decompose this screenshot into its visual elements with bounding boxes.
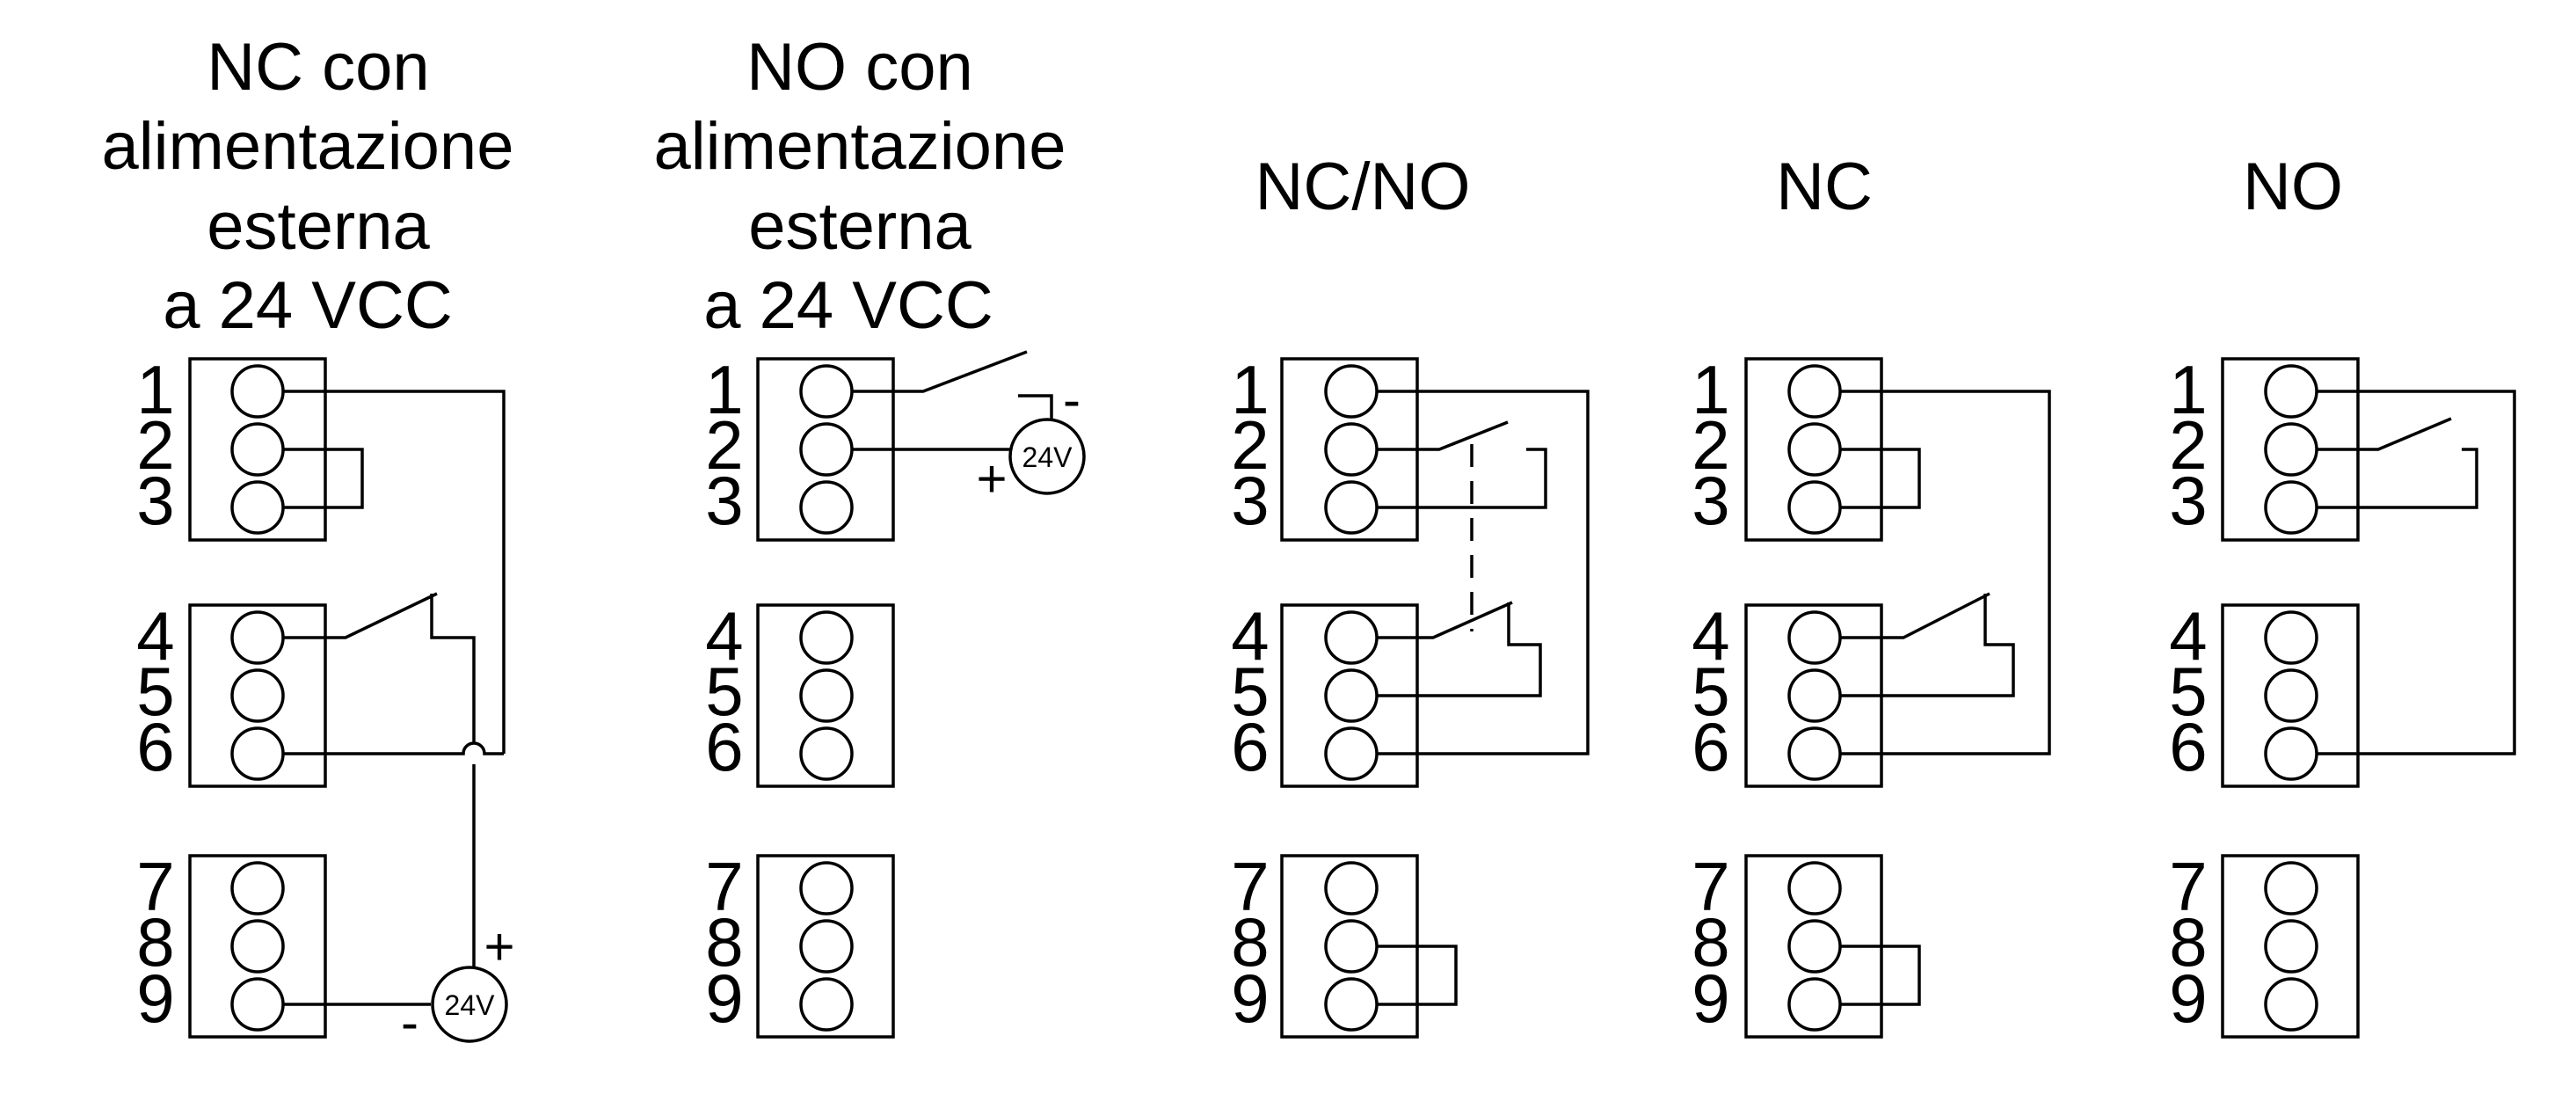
terminal-numbers: 1 2 3 4 5 6 7 8 9 bbox=[1231, 351, 1269, 1037]
terminal-number: 7 bbox=[136, 848, 174, 925]
terminal-numbers: 1 2 3 4 5 6 7 8 9 bbox=[136, 351, 174, 1037]
terminal-number: 5 bbox=[1231, 653, 1269, 730]
terminal-number: 4 bbox=[705, 597, 743, 675]
terminal-number: 5 bbox=[2169, 653, 2207, 730]
supply-plus-label: + bbox=[484, 917, 514, 976]
supply-voltage-label: 24V bbox=[445, 989, 496, 1021]
terminal-number: 3 bbox=[705, 462, 743, 539]
title-line: alimentazione bbox=[654, 109, 1066, 184]
column-title: NC bbox=[1776, 150, 1873, 224]
wiring bbox=[1840, 390, 2051, 1006]
terminal-number: 5 bbox=[1692, 653, 1729, 730]
terminal-screws bbox=[2264, 364, 2318, 1032]
title-line: NO con bbox=[746, 30, 973, 105]
terminal-number: 3 bbox=[1692, 462, 1729, 539]
wiring bbox=[852, 350, 1053, 451]
terminal-number: 6 bbox=[2169, 708, 2207, 785]
supply-minus-label: - bbox=[401, 993, 418, 1052]
terminal-number: 7 bbox=[2169, 848, 2207, 925]
wiring bbox=[2317, 390, 2516, 755]
terminal-number: 2 bbox=[2169, 406, 2207, 484]
terminal-number: 6 bbox=[1231, 708, 1269, 785]
terminal-number: 1 bbox=[136, 351, 174, 428]
terminal-number: 7 bbox=[1692, 848, 1729, 925]
terminal-number: 4 bbox=[136, 597, 174, 675]
terminal-number: 4 bbox=[1692, 597, 1729, 675]
column-nc: NC 1 2 3 4 5 6 7 8 9 bbox=[1692, 150, 2051, 1039]
wiring bbox=[283, 390, 506, 1006]
terminal-number: 6 bbox=[136, 708, 174, 785]
terminal-number: 3 bbox=[1231, 462, 1269, 539]
terminal-screws bbox=[1324, 364, 1379, 1032]
terminal-number: 9 bbox=[705, 959, 743, 1037]
column-title: NC con alimentazione esterna a 24 VCC bbox=[102, 30, 514, 343]
terminal-number: 9 bbox=[136, 959, 174, 1037]
terminal-number: 7 bbox=[705, 848, 743, 925]
terminal-number: 2 bbox=[1231, 406, 1269, 484]
terminal-number: 8 bbox=[2169, 903, 2207, 981]
terminal-screws bbox=[230, 364, 285, 1032]
column-nc-external-supply: NC con alimentazione esterna a 24 VCC 1 … bbox=[102, 30, 515, 1052]
terminal-numbers: 1 2 3 4 5 6 7 8 9 bbox=[2169, 351, 2207, 1037]
terminal-numbers: 1 2 3 4 5 6 7 8 9 bbox=[1692, 351, 1729, 1037]
terminal-number: 9 bbox=[2169, 959, 2207, 1037]
terminal-number: 8 bbox=[1692, 903, 1729, 981]
terminal-number: 1 bbox=[2169, 351, 2207, 428]
terminal-screws bbox=[799, 364, 854, 1032]
terminal-number: 1 bbox=[705, 351, 743, 428]
supply-plus-label: + bbox=[976, 449, 1007, 508]
title-line: esterna bbox=[748, 189, 971, 264]
terminal-number: 5 bbox=[705, 653, 743, 730]
terminal-number: 6 bbox=[705, 708, 743, 785]
column-nc-no: NC/NO 1 2 3 4 5 6 7 8 9 bbox=[1231, 150, 1590, 1039]
column-title: NO bbox=[2243, 150, 2343, 224]
title-line: alimentazione bbox=[102, 109, 514, 184]
column-title: NC/NO bbox=[1255, 150, 1471, 224]
terminal-number: 2 bbox=[136, 406, 174, 484]
supply-voltage-label: 24V bbox=[1022, 441, 1073, 473]
terminal-number: 8 bbox=[136, 903, 174, 981]
title-line: esterna bbox=[207, 189, 430, 264]
terminal-number: 3 bbox=[2169, 462, 2207, 539]
column-no-external-supply: NO con alimentazione esterna a 24 VCC 1 … bbox=[654, 30, 1086, 1039]
terminal-number: 1 bbox=[1231, 351, 1269, 428]
terminal-number: 7 bbox=[1231, 848, 1269, 925]
terminal-screws bbox=[1787, 364, 1842, 1032]
terminal-number: 4 bbox=[2169, 597, 2207, 675]
column-title: NO con alimentazione esterna a 24 VCC bbox=[654, 30, 1066, 343]
supply-minus-label: - bbox=[1063, 370, 1081, 429]
title-line: a 24 VCC bbox=[163, 268, 453, 343]
wiring bbox=[1377, 390, 1590, 1006]
terminal-number: 1 bbox=[1692, 351, 1729, 428]
title-line: a 24 VCC bbox=[703, 268, 993, 343]
terminal-number: 6 bbox=[1692, 708, 1729, 785]
title-line: NC con bbox=[207, 30, 429, 105]
terminal-number: 2 bbox=[705, 406, 743, 484]
terminal-number: 8 bbox=[705, 903, 743, 981]
terminal-numbers: 1 2 3 4 5 6 7 8 9 bbox=[705, 351, 743, 1037]
terminal-number: 2 bbox=[1692, 406, 1729, 484]
terminal-number: 4 bbox=[1231, 597, 1269, 675]
column-no: NO 1 2 3 4 5 6 7 8 9 bbox=[2169, 150, 2516, 1039]
power-supply-24v: 24V + - bbox=[401, 917, 515, 1052]
terminal-number: 5 bbox=[136, 653, 174, 730]
terminal-number: 9 bbox=[1692, 959, 1729, 1037]
terminal-number: 8 bbox=[1231, 903, 1269, 981]
terminal-number: 9 bbox=[1231, 959, 1269, 1037]
power-supply-24v: 24V + - bbox=[976, 370, 1086, 508]
terminal-number: 3 bbox=[136, 462, 174, 539]
